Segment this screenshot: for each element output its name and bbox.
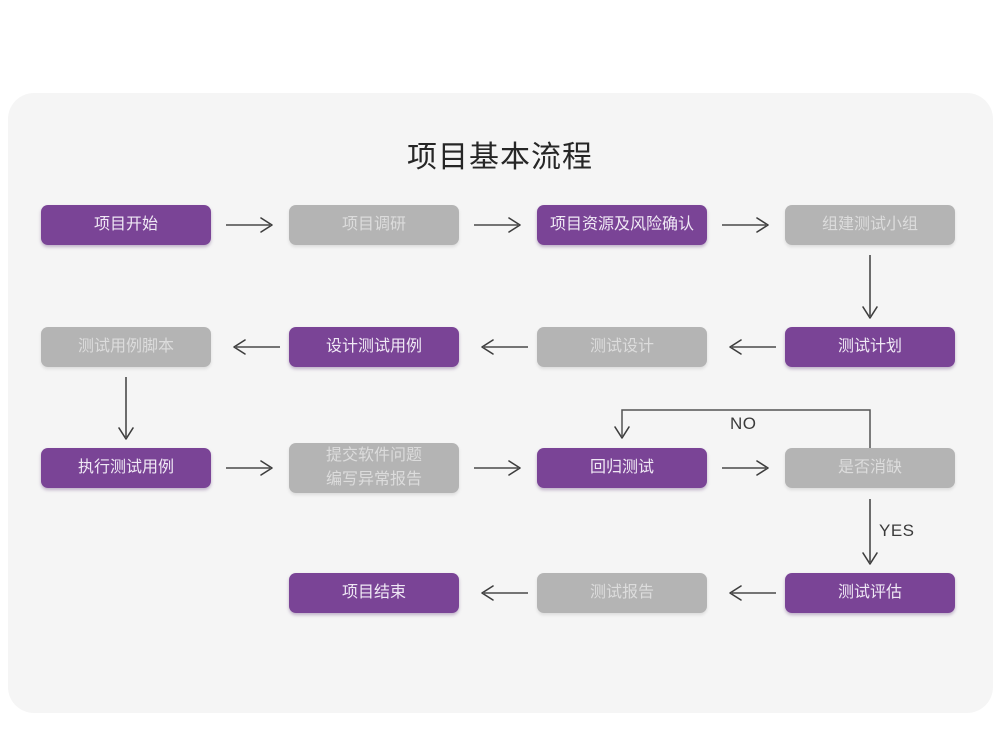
edge-label-yes: YES [879,521,915,540]
node-project-research[interactable]: 项目调研 [289,205,459,245]
node-label: 测试计划 [837,338,902,356]
node-testcase-script[interactable]: 测试用例脚本 [41,327,211,367]
node-label: 项目开始 [93,216,158,234]
node-execute-testcase[interactable]: 执行测试用例 [41,448,211,488]
node-label: 测试评估 [837,584,902,602]
node-label: 项目资源及风险确认 [549,216,694,234]
flowchart-card [8,93,993,713]
node-label-line1: 提交软件问题 [325,447,422,464]
node-defect-cleared[interactable]: 是否消缺 [785,448,955,488]
node-test-design[interactable]: 测试设计 [537,327,707,367]
node-label: 是否消缺 [837,459,902,477]
node-submit-issue-report[interactable]: 提交软件问题 编写异常报告 [289,443,459,493]
node-build-test-team[interactable]: 组建测试小组 [785,205,955,245]
node-test-report[interactable]: 测试报告 [537,573,707,613]
node-label-line2: 编写异常报告 [325,471,422,488]
node-test-evaluation[interactable]: 测试评估 [785,573,955,613]
node-regression-test[interactable]: 回归测试 [537,448,707,488]
node-label: 测试用例脚本 [77,338,174,356]
node-label: 测试报告 [589,584,654,602]
node-label: 组建测试小组 [821,216,918,234]
node-design-testcase[interactable]: 设计测试用例 [289,327,459,367]
node-label: 回归测试 [589,459,654,477]
node-label: 项目调研 [341,216,406,234]
node-label: 测试设计 [589,338,654,356]
node-label: 设计测试用例 [325,338,422,356]
page-title: 项目基本流程 [407,141,593,174]
edge-label-no: NO [730,414,757,433]
node-label: 执行测试用例 [77,459,174,477]
node-test-plan[interactable]: 测试计划 [785,327,955,367]
node-project-start[interactable]: 项目开始 [41,205,211,245]
node-resource-risk-confirm[interactable]: 项目资源及风险确认 [537,205,707,245]
node-label: 项目结束 [341,584,406,602]
node-project-end[interactable]: 项目结束 [289,573,459,613]
